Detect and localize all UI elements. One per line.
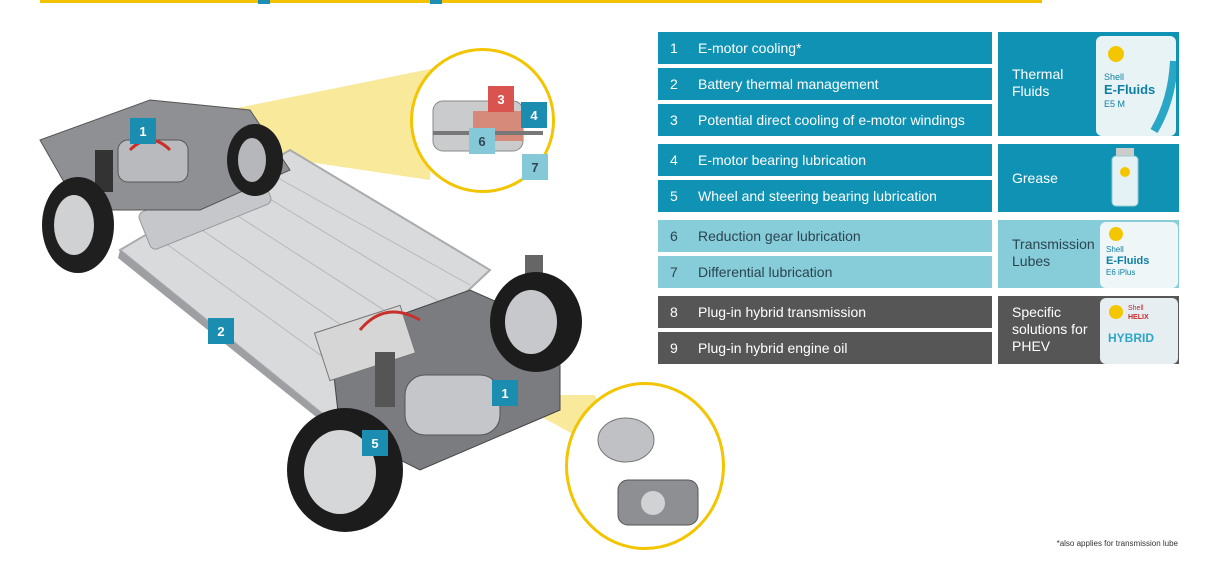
svg-text:Shell: Shell [1106, 245, 1124, 254]
category-label: Specific solutions for PHEV [1012, 304, 1088, 354]
shell-e-fluids-e6iplus-bottle: Shell E-Fluids E6 iPlus [1100, 222, 1178, 288]
zoom-marker-4: 4 [521, 102, 547, 128]
grease-tube [1111, 148, 1139, 207]
category-grease: Grease [998, 144, 1179, 212]
row-number: 2 [670, 76, 678, 92]
row-number: 3 [670, 112, 678, 128]
category-label: Transmission Lubes [1012, 236, 1095, 269]
svg-text:E5 M: E5 M [1104, 99, 1125, 109]
shell-e-fluids-e5m-bottle: Shell E-Fluids E5 M [1096, 36, 1176, 136]
top-accent-bar [40, 0, 1042, 3]
table-row: 8 Plug-in hybrid transmission [658, 296, 992, 328]
front-motor [117, 139, 189, 183]
rear-right-rim [505, 290, 557, 354]
marker-2: 2 [208, 318, 234, 344]
zoom-circle-rear-drive [565, 382, 725, 550]
power-electronics [313, 304, 417, 382]
row-number: 6 [670, 228, 678, 244]
row-text: Reduction gear lubrication [698, 228, 861, 244]
rear-motor [404, 374, 501, 436]
row-text: E-motor cooling* [698, 40, 802, 56]
rear-left-rim [304, 430, 376, 514]
marker-1-rear: 1 [492, 380, 518, 406]
zoom-beam-front [158, 68, 435, 180]
table-row: 9 Plug-in hybrid engine oil [658, 332, 992, 364]
front-strut [95, 150, 113, 192]
row-text: Battery thermal management [698, 76, 879, 92]
svg-text:Shell: Shell [1128, 305, 1144, 312]
svg-text:E-Fluids: E-Fluids [1104, 82, 1155, 97]
marker-1-front: 1 [130, 118, 156, 144]
rear-hv-cable [358, 310, 421, 331]
row-text: E-motor bearing lubrication [698, 152, 867, 168]
row-number: 1 [670, 40, 678, 56]
table-row: 3 Potential direct cooling of e-motor wi… [658, 104, 992, 136]
front-drive-unit-cutaway [432, 100, 543, 152]
category-label: Thermal Fluids [1012, 66, 1064, 99]
row-number: 9 [670, 340, 678, 356]
table-row: 1 E-motor cooling* [658, 32, 992, 64]
top-accent-mark [258, 0, 270, 4]
row-number: 4 [670, 152, 678, 168]
table-row: 7 Differential lubrication [658, 256, 992, 288]
row-text: Plug-in hybrid engine oil [698, 340, 848, 356]
row-number: 8 [670, 304, 678, 320]
row-number: 5 [670, 188, 678, 204]
top-accent-mark [430, 0, 442, 4]
svg-text:HYBRID: HYBRID [1108, 331, 1154, 345]
table-row: 6 Reduction gear lubrication [658, 220, 992, 252]
row-text: Plug-in hybrid transmission [698, 304, 867, 320]
table-row: 4 E-motor bearing lubrication [658, 144, 992, 176]
zoom-marker-6: 6 [469, 128, 495, 154]
footnote: *also applies for transmission lube [1056, 539, 1178, 548]
svg-text:Shell: Shell [1104, 72, 1124, 82]
front-left-rim [54, 195, 94, 255]
table-row: 2 Battery thermal management [658, 68, 992, 100]
table-row: 5 Wheel and steering bearing lubrication [658, 180, 992, 212]
zoom-marker-3: 3 [488, 86, 514, 112]
category-label: Grease [1012, 170, 1058, 186]
category-thermal-fluids: Thermal Fluids Shell E-Fluids E5 M [998, 32, 1179, 136]
row-text: Wheel and steering bearing lubrication [698, 188, 937, 204]
front-right-rim [238, 138, 266, 182]
svg-text:HELIX: HELIX [1128, 314, 1149, 321]
svg-text:E6 iPlus: E6 iPlus [1106, 268, 1135, 277]
marker-5: 5 [362, 430, 388, 456]
shell-helix-hybrid-bottle: Shell HELIX HYBRID [1100, 298, 1178, 364]
svg-text:E-Fluids: E-Fluids [1106, 255, 1149, 267]
category-phev-solutions: Specific solutions for PHEV Shell HELIX … [998, 296, 1179, 364]
row-number: 7 [670, 264, 678, 280]
zoom-marker-7: 7 [522, 154, 548, 180]
row-text: Differential lubrication [698, 264, 833, 280]
category-transmission-lubes: Transmission Lubes Shell E-Fluids E6 iPl… [998, 220, 1179, 288]
rear-left-strut [375, 352, 395, 407]
row-text: Potential direct cooling of e-motor wind… [698, 112, 965, 128]
rear-drive-unit-parts [597, 417, 699, 526]
ev-chassis-illustration [39, 68, 620, 532]
